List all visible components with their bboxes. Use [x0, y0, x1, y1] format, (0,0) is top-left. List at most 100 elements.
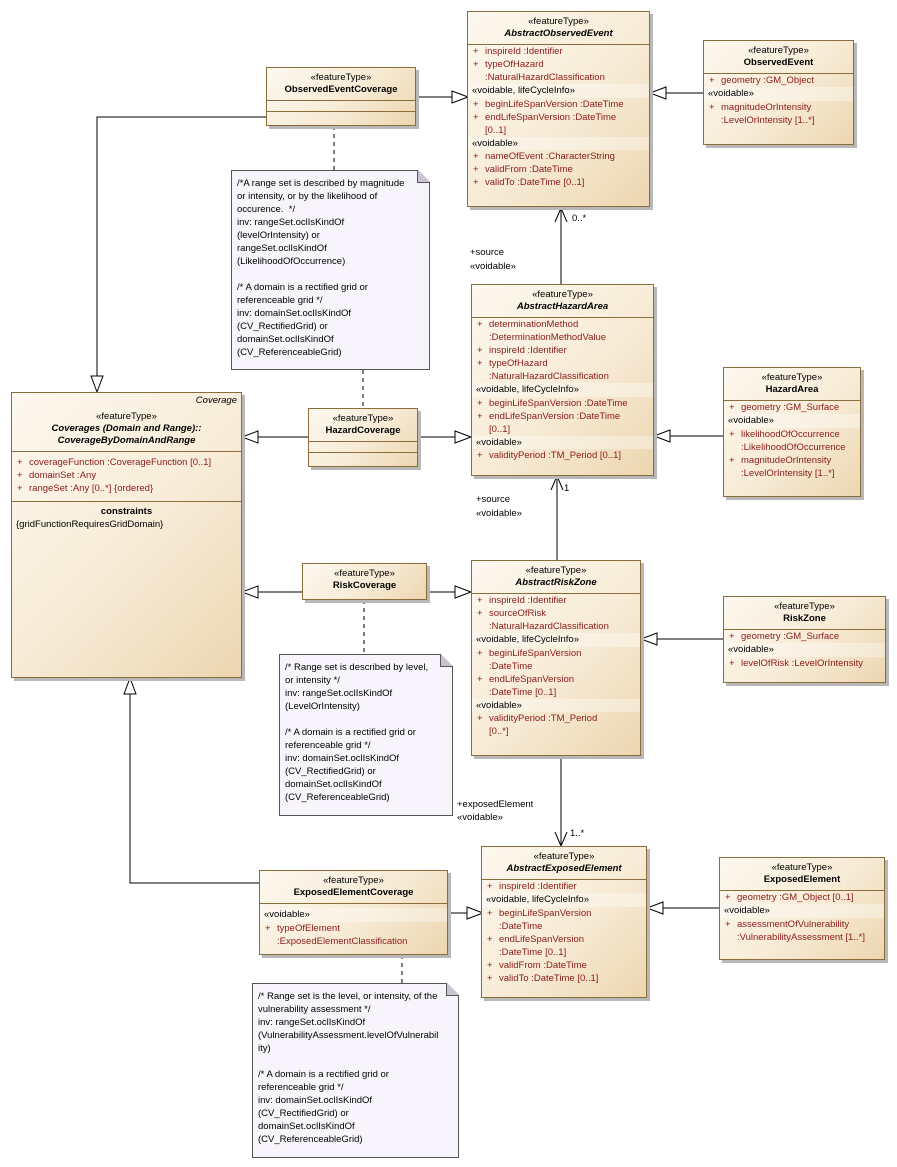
class-name: ObservedEvent — [743, 57, 814, 68]
attribute: +magnitudeOrIntensity — [709, 101, 812, 113]
attribute: +validFrom :DateTime — [487, 959, 587, 971]
stereotype: «featureType» — [748, 45, 809, 56]
attribute: +geometry :GM_Object — [709, 75, 814, 86]
attribute: [0..1] — [489, 423, 511, 435]
stereotype-group: «voidable» — [260, 908, 447, 922]
attribute: +beginLifeSpanVersion — [477, 647, 582, 659]
attribute: +rangeSet :Any [0..*] {ordered} — [17, 483, 154, 494]
attribute: :DateTime — [499, 920, 543, 932]
stereotype-group: «voidable» — [720, 904, 884, 918]
class-hazard-coverage[interactable]: «featureType» HazardCoverage — [308, 408, 418, 467]
attribute: +inspireId :Identifier — [477, 595, 567, 606]
arrowhead — [240, 430, 259, 444]
stereotype-group: «voidable» — [468, 136, 649, 150]
attribute: +validTo :DateTime [0..1] — [487, 972, 599, 984]
attribute: +geometry :GM_Surface — [729, 631, 840, 642]
class-exposed-element[interactable]: «featureType» ExposedElement +geometry :… — [719, 857, 885, 960]
attribute: :ExposedElementClassification — [277, 935, 408, 947]
stereotype: «featureType» — [761, 372, 823, 383]
attribute: +beginLifeSpanVersion — [487, 907, 592, 919]
multiplicity-label: 1..* — [570, 828, 585, 839]
stereotype: «featureType» — [96, 411, 157, 422]
arrowhead — [123, 676, 137, 695]
stereotype: «featureType» — [525, 565, 587, 576]
link-exposedelementcoverage-coverage — [129, 694, 259, 884]
package-label: Coverage — [195, 395, 237, 406]
constraint-note-exposed-coverage: /* Range set is the level, or intensity,… — [252, 983, 459, 1158]
role-label: +source — [476, 494, 511, 505]
attribute: +typeOfHazard — [477, 358, 548, 369]
note-fold-corner — [446, 983, 459, 996]
arrowhead — [240, 585, 259, 599]
class-name: ExposedElementCoverage — [293, 887, 414, 898]
attribute: +typeOfHazard — [473, 59, 544, 70]
attribute: +typeOfElement — [265, 922, 340, 934]
arrowhead — [90, 375, 104, 394]
class-coverage-by-domain-and-range[interactable]: Coverage «featureType» Coverages (Domain… — [11, 392, 242, 678]
stereotype-label: «voidable» — [470, 261, 516, 272]
attribute: +coverageFunction :CoverageFunction [0..… — [17, 457, 212, 468]
role-label: +exposedElement — [457, 799, 534, 810]
class-risk-coverage[interactable]: «featureType» RiskCoverage — [302, 563, 427, 600]
stereotype: «featureType» — [533, 851, 595, 862]
arrowhead — [648, 86, 667, 100]
attribute: +inspireId :Identifier — [487, 881, 577, 892]
class-name: AbstractExposedElement — [506, 863, 622, 874]
class-name: AbstractHazardArea — [516, 301, 609, 312]
attribute: +endLifeSpanVersion :DateTime — [477, 410, 621, 422]
class-name: HazardArea — [765, 384, 819, 395]
attribute: +validFrom :DateTime — [473, 164, 573, 175]
attribute: +nameOfEvent :CharacterString — [473, 151, 615, 162]
attribute: +inspireId :Identifier — [477, 345, 567, 356]
class-hazard-area[interactable]: «featureType» HazardArea +geometry :GM_S… — [723, 367, 861, 497]
stereotype-group: «voidable, lifeCycleInfo» — [482, 893, 646, 907]
attribute: +magnitudeOrIntensity — [729, 454, 832, 466]
arrowhead — [454, 585, 473, 599]
stereotype-group: «voidable, lifeCycleInfo» — [472, 633, 640, 647]
stereotype-group: «voidable, lifeCycleInfo» — [468, 84, 649, 98]
stereotype: «featureType» — [774, 601, 835, 612]
arrowhead — [645, 901, 664, 915]
arrowhead — [652, 429, 671, 443]
class-risk-zone[interactable]: «featureType» RiskZone +geometry :GM_Sur… — [723, 596, 886, 683]
attribute: [0..*] — [489, 726, 509, 737]
attribute: :NaturalHazardClassification — [489, 621, 609, 632]
constraints-title: constraints — [100, 506, 153, 517]
attribute: +validityPeriod :TM_Period — [477, 713, 598, 724]
arrowhead — [466, 906, 485, 920]
stereotype: «featureType» — [528, 16, 589, 27]
stereotype: «featureType» — [532, 289, 593, 300]
attribute: +determinationMethod — [477, 319, 579, 330]
attribute: :DateTime [0..1] — [499, 946, 567, 958]
arrowhead — [451, 90, 470, 104]
constraint-note-observed-coverage: /*A range set is described by magnitude … — [231, 170, 430, 370]
class-name: ObservedEventCoverage — [284, 84, 398, 95]
attribute: +endLifeSpanVersion :DateTime — [473, 111, 617, 123]
class-abstract-exposed-element[interactable]: «featureType» AbstractExposedElement +in… — [481, 846, 647, 998]
role-label: +source — [470, 247, 505, 258]
class-abstract-observed-event[interactable]: «featureType» AbstractObservedEvent +ins… — [467, 11, 650, 207]
multiplicity-label: 0..* — [572, 213, 587, 224]
attribute: +levelOfRisk :LevelOrIntensity — [729, 657, 863, 669]
class-observed-event[interactable]: «featureType» ObservedEvent +geometry :G… — [703, 40, 854, 145]
attribute: +endLifeSpanVersion — [487, 933, 585, 945]
attribute: +validityPeriod :TM_Period [0..1] — [477, 450, 622, 461]
constraint: {gridFunctionRequiresGridDomain} — [16, 519, 164, 530]
attribute: :NaturalHazardClassification — [485, 72, 605, 83]
stereotype: «featureType» — [771, 862, 833, 873]
attribute: :DeterminationMethodValue — [489, 332, 607, 343]
stereotype-label: «voidable» — [457, 812, 503, 823]
attribute: +geometry :GM_Surface — [729, 402, 840, 413]
class-exposed-element-coverage[interactable]: «featureType» ExposedElementCoverage «vo… — [259, 870, 448, 955]
stereotype-group: «voidable» — [724, 414, 860, 428]
stereotype-group: «voidable» — [472, 435, 653, 449]
attribute: +assessmentOfVulnerability — [725, 918, 850, 930]
class-name: RiskZone — [783, 613, 826, 624]
class-abstract-hazard-area[interactable]: «featureType» AbstractHazardArea +determ… — [471, 284, 654, 476]
class-observed-event-coverage[interactable]: «featureType» ObservedEventCoverage — [266, 67, 416, 126]
stereotype: «featureType» — [334, 568, 395, 579]
class-abstract-risk-zone[interactable]: «featureType» AbstractRiskZone +inspireI… — [471, 560, 641, 756]
attribute: +domainSet :Any — [17, 470, 97, 481]
